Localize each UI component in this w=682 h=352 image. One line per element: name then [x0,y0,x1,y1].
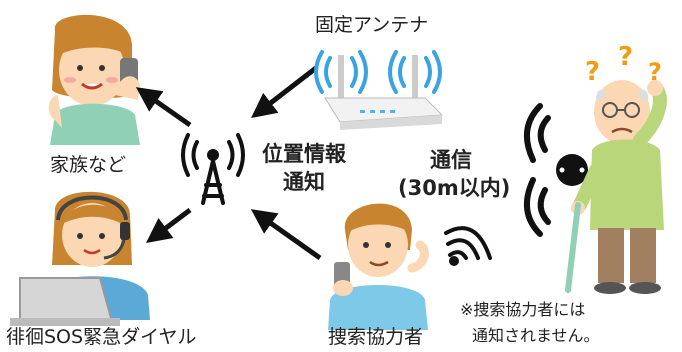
note-line1: ※捜索協力者には [460,300,586,319]
svg-text:?: ? [618,42,633,72]
antenna-label: 固定アンテナ [315,14,429,36]
router-icon [314,50,444,130]
position-notice-line2: 通知 [283,170,325,194]
svg-text:?: ? [585,57,600,87]
call-center-label: 徘徊SOS緊急ダイヤル [6,326,197,348]
operator-illustration [10,191,150,326]
signal-waves-icon [444,226,492,266]
family-label: 家族など [50,154,127,176]
svg-text:?: ? [648,58,662,86]
searcher-label: 捜索協力者 [328,326,424,348]
question-mark-icon: ? ? ? [585,42,662,87]
comm-label-line2: (30m以内) [398,176,511,200]
searcher-illustration [328,203,492,330]
comm-label-line1: 通信 [430,148,472,172]
tower-icon [181,133,245,205]
position-notice-line1: 位置情報 [262,142,346,166]
note-line2: 通知されません。 [472,326,600,345]
elderly-man-illustration: ? ? ? [565,42,667,294]
arrows [135,66,322,261]
beacon-icon [523,103,588,237]
family-woman-illustration [48,14,140,145]
